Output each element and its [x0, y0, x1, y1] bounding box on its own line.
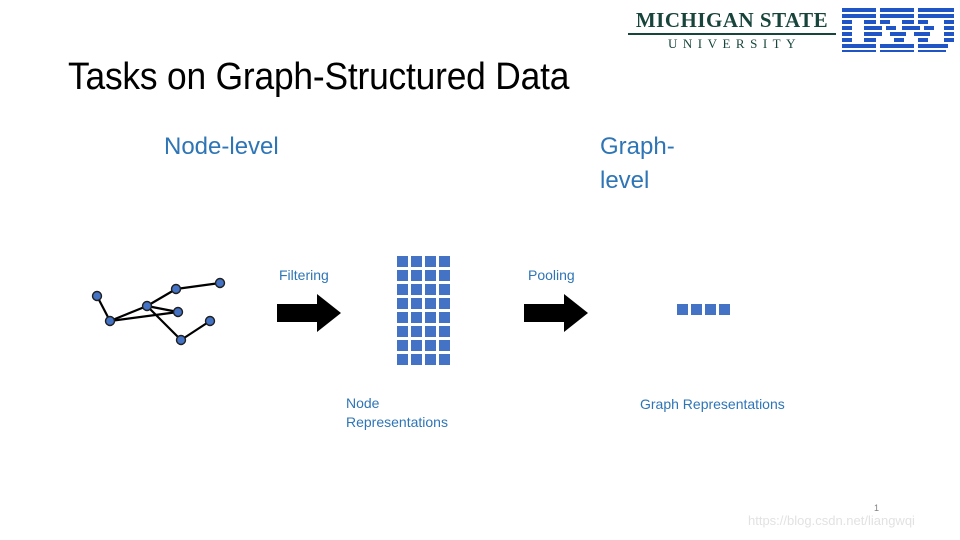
step-label-filtering: Filtering: [279, 267, 329, 283]
graph-node: [204, 315, 216, 327]
matrix-cell: [397, 326, 408, 337]
graph-edge: [145, 287, 178, 308]
watermark-url: https://blog.csdn.net/liangwqi: [748, 513, 915, 528]
graph-edge: [179, 319, 212, 342]
matrix-cell: [397, 284, 408, 295]
matrix-cell: [425, 284, 436, 295]
graph-node: [170, 283, 182, 295]
msu-logo-divider: [628, 33, 836, 35]
graph-node: [141, 300, 153, 312]
matrix-cell: [411, 256, 422, 267]
matrix-cell: [411, 270, 422, 281]
matrix-cell: [397, 298, 408, 309]
graph-node: [175, 334, 187, 346]
matrix-cell: [439, 298, 450, 309]
node-representations-matrix: [397, 256, 450, 365]
graph-edge: [108, 304, 149, 323]
matrix-cell: [439, 354, 450, 365]
matrix-cell: [439, 284, 450, 295]
michigan-state-university-logo: MICHIGAN STATE UNIVERSITY: [628, 10, 836, 51]
page-title: Tasks on Graph-Structured Data: [68, 56, 570, 98]
matrix-cell: [425, 340, 436, 351]
graph-representations-matrix: [677, 304, 730, 315]
matrix-cell: [439, 312, 450, 323]
matrix-cell: [411, 298, 422, 309]
graph-node: [172, 306, 184, 318]
matrix-cell: [397, 256, 408, 267]
matrix-cell: [397, 270, 408, 281]
matrix-cell: [439, 326, 450, 337]
logo-bar: MICHIGAN STATE UNIVERSITY: [628, 8, 954, 54]
graph-node: [104, 315, 116, 327]
caption-node-representations: Node Representations: [346, 395, 448, 430]
graph-edge: [108, 310, 180, 323]
matrix-cell: [425, 256, 436, 267]
matrix-cell: [425, 270, 436, 281]
matrix-cell: [439, 340, 450, 351]
matrix-cell: [411, 354, 422, 365]
matrix-cell: [439, 270, 450, 281]
matrix-cell: [439, 256, 450, 267]
matrix-cell: [397, 340, 408, 351]
ibm-logo: [842, 8, 954, 52]
heading-graph-level: Graph-level: [600, 133, 675, 194]
matrix-cell: [691, 304, 702, 315]
matrix-cell: [425, 354, 436, 365]
matrix-cell: [425, 298, 436, 309]
step-label-pooling: Pooling: [528, 267, 575, 283]
graph-node: [91, 290, 103, 302]
right-arrow-icon: [524, 294, 588, 332]
matrix-cell: [411, 284, 422, 295]
matrix-cell: [425, 312, 436, 323]
msu-logo-line1: MICHIGAN STATE: [635, 8, 829, 32]
graph-edge: [145, 304, 183, 342]
matrix-cell: [411, 312, 422, 323]
matrix-cell: [397, 354, 408, 365]
graph-edge: [174, 281, 222, 291]
graph-node: [214, 277, 226, 289]
matrix-cell: [397, 312, 408, 323]
page-number: 1: [874, 503, 880, 513]
matrix-cell: [425, 326, 436, 337]
node-link-graph-figure: [91, 277, 226, 346]
matrix-cell: [677, 304, 688, 315]
matrix-cell: [411, 340, 422, 351]
matrix-cell: [411, 326, 422, 337]
graph-nodes: [91, 277, 226, 346]
matrix-cell: [705, 304, 716, 315]
matrix-cell: [719, 304, 730, 315]
msu-logo-line2: UNIVERSITY: [668, 36, 801, 51]
graph-edges: [95, 281, 222, 342]
caption-graph-representations: Graph Representations: [640, 396, 785, 412]
heading-node-level: Node-level: [164, 133, 279, 160]
graph-edge: [145, 304, 180, 314]
right-arrow-icon: [277, 294, 341, 332]
